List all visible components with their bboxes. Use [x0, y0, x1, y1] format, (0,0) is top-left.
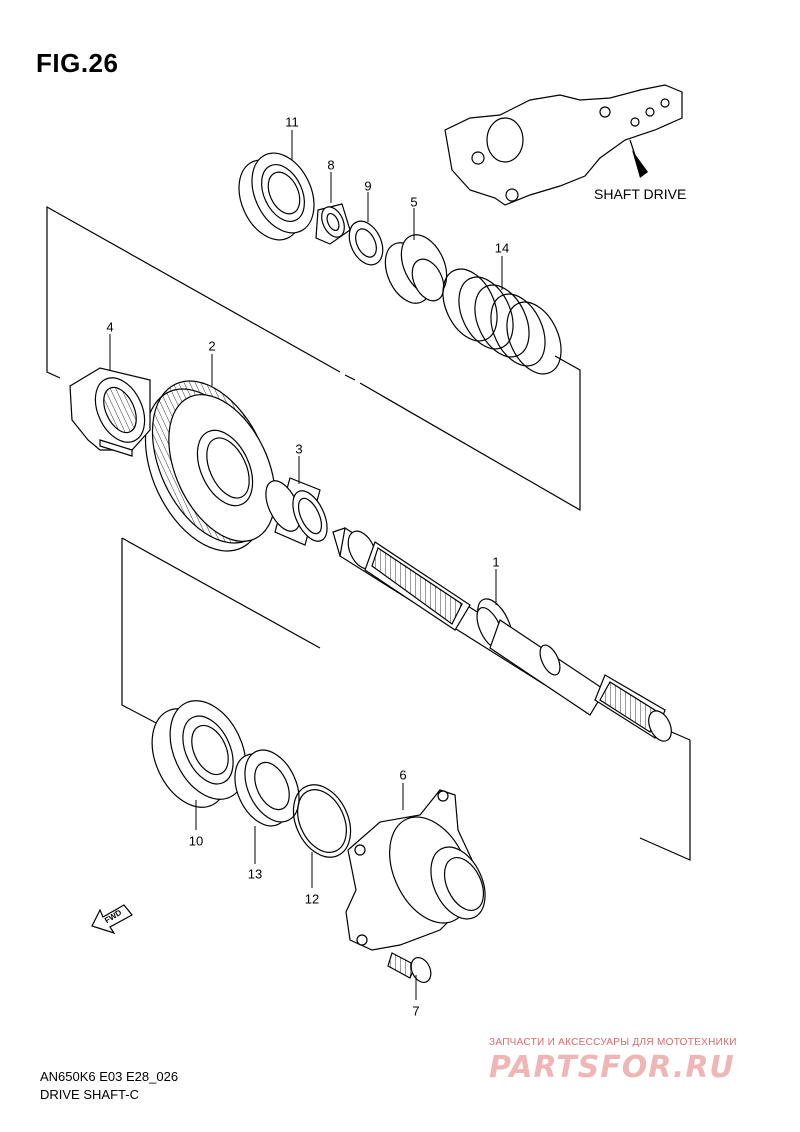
bushing-part-5: [384, 234, 448, 304]
shaft-drive-assembly: [444, 84, 683, 206]
shaft-drive-label: SHAFT DRIVE: [594, 186, 687, 202]
callout-6: 6: [399, 767, 407, 783]
drive-shaft-part-1: [332, 527, 672, 742]
nut-part-8: [315, 203, 351, 245]
callout-7: 7: [412, 1003, 420, 1019]
callout-1: 1: [492, 554, 500, 570]
callout-9: 9: [364, 178, 372, 194]
watermark-tagline: ЗАПЧАСТИ И АКСЕССУАРЫ ДЛЯ МОТОТЕХНИКИ: [489, 1037, 737, 1048]
model-code: AN650K6 E03 E28_026: [40, 1069, 179, 1084]
o-ring-part-12: [292, 784, 352, 858]
callout-13: 13: [247, 866, 263, 882]
gear-part-2: [144, 380, 276, 552]
callout-4: 4: [106, 319, 114, 335]
callout-5: 5: [410, 194, 418, 210]
fwd-arrow-icon: [91, 904, 133, 935]
callout-10: 10: [188, 833, 204, 849]
callout-12: 12: [304, 891, 320, 907]
dog-clutch-part-4: [69, 367, 151, 457]
figure-title: FIG.26: [36, 48, 119, 78]
callout-8: 8: [327, 157, 335, 173]
watermark-brand: PARTSFOR.RU: [489, 1050, 735, 1085]
callout-3: 3: [295, 441, 303, 457]
callout-11: 11: [285, 114, 299, 130]
callout-leaders: [109, 130, 503, 1000]
callout-14: 14: [494, 240, 510, 256]
flange-housing-part-6: [345, 789, 486, 951]
upper-group-frame: [46, 205, 581, 512]
diagram-name: DRIVE SHAFT-C: [40, 1086, 139, 1102]
bolt-part-7: [387, 952, 432, 983]
washer-part-9: [348, 220, 384, 266]
bearing-part-10: [151, 700, 247, 808]
callout-2: 2: [208, 338, 216, 354]
oil-seal-part-13: [234, 749, 300, 827]
shaft-drive-pointer: [629, 139, 648, 178]
bearing-part-11: [238, 152, 315, 241]
collar-part-3: [265, 477, 328, 546]
diagram-caption: AN650K6 E03 E28_026 DRIVE SHAFT-C: [40, 1068, 178, 1103]
spring-part-14: [442, 268, 562, 375]
lower-group-frame: [121, 537, 691, 861]
